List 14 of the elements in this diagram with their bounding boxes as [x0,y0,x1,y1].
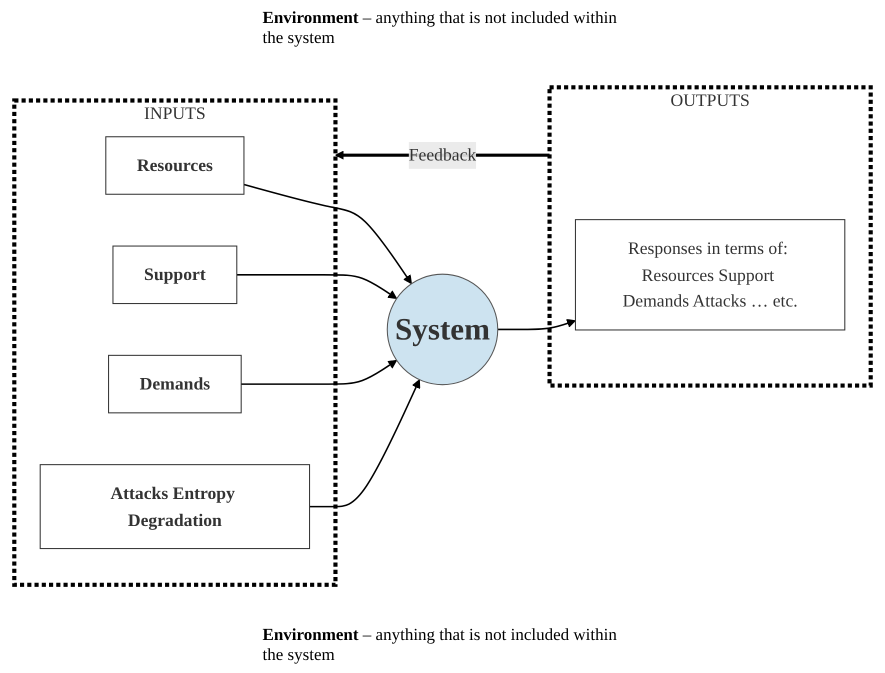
arrow [241,360,398,386]
node-box: Attacks Entropy Degradation [40,464,310,550]
node-box: Demands [108,355,242,414]
arrow [498,319,576,331]
node-box: Resources [105,136,244,196]
arrow [236,274,398,300]
node-circle: System [386,274,498,386]
environment-note: Environment – anything that is not included within the system [262,8,618,48]
edge-label: Feedback [408,145,476,166]
node-box: Responses in terms of: Resources Support Demands Attacks … etc. [574,220,846,331]
environment-note: Environment – anything that is not included within the system [262,625,618,665]
arrow [244,184,412,285]
node-box: Support [112,246,238,304]
arrow [310,380,420,508]
